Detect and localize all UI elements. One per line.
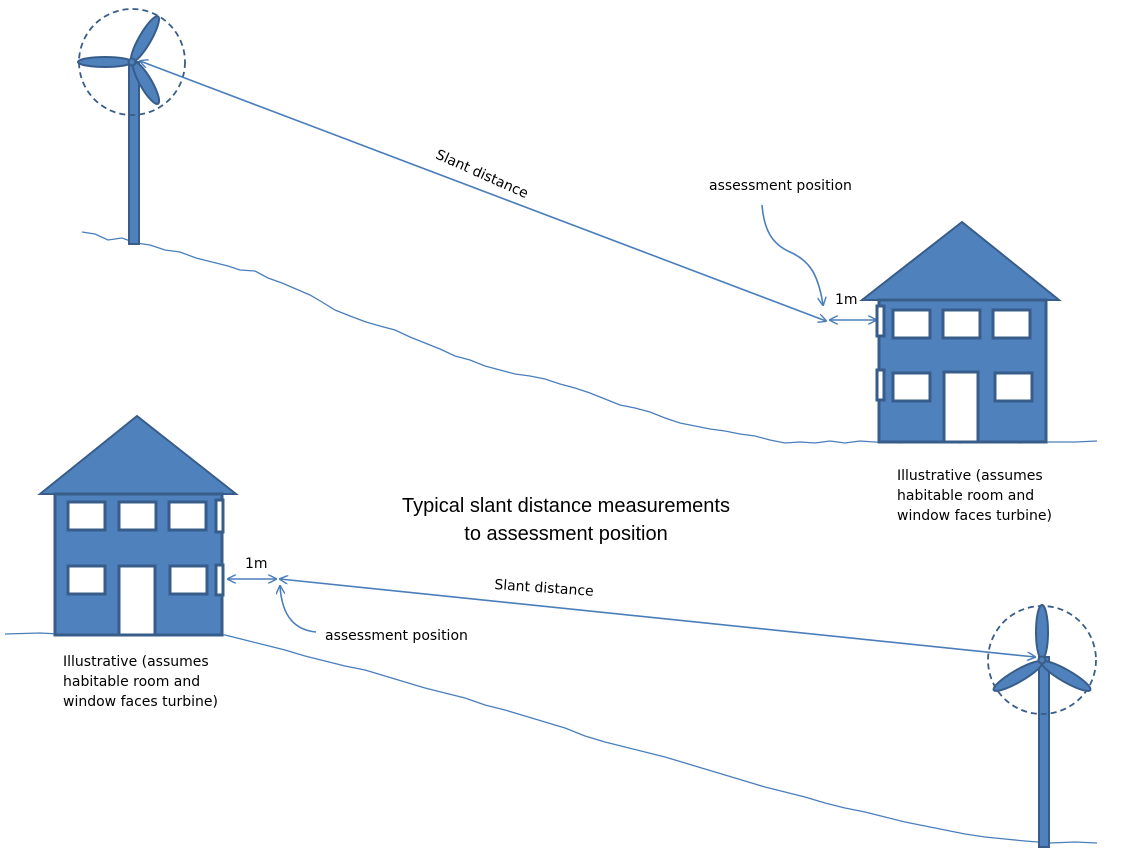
top-house bbox=[859, 220, 1062, 444]
bottom-window bbox=[167, 500, 208, 532]
top-caption-line: Illustrative (assumes bbox=[897, 468, 1043, 484]
top-side-window-upper bbox=[875, 304, 886, 338]
bottom-caption-line: habitable room and bbox=[63, 674, 201, 690]
bottom-ground-line bbox=[4, 632, 1098, 844]
diagram-title: Typical slant distance measurements to a… bbox=[356, 492, 776, 548]
top-turbine-tower bbox=[128, 61, 140, 245]
top-house-caption: Illustrative (assumes habitable room and… bbox=[897, 466, 1052, 526]
top-assessment-position-label: assessment position bbox=[709, 178, 852, 194]
bottom-slant-distance-arrow bbox=[280, 579, 1035, 657]
bottom-caption-line: window faces turbine) bbox=[63, 694, 218, 710]
bottom-side-window-lower bbox=[214, 563, 225, 597]
title-line-2: to assessment position bbox=[464, 523, 668, 545]
top-house-roof bbox=[859, 220, 1062, 301]
top-window bbox=[891, 308, 932, 340]
top-window bbox=[941, 308, 982, 340]
bottom-turbine-blade-top bbox=[1035, 604, 1049, 660]
top-1m-label: 1m bbox=[835, 292, 858, 308]
bottom-window bbox=[117, 500, 158, 532]
top-caption-line: habitable room and bbox=[897, 488, 1035, 504]
bottom-house-roof bbox=[37, 414, 239, 495]
bottom-turbine-blade-left bbox=[992, 660, 1044, 692]
bottom-side-window-upper bbox=[214, 498, 225, 534]
top-turbine-blade-left bbox=[77, 56, 133, 68]
bottom-scene bbox=[4, 414, 1098, 848]
top-house-door bbox=[942, 370, 980, 444]
top-turbine-hub bbox=[127, 57, 137, 67]
bottom-house bbox=[37, 414, 239, 637]
bottom-house-caption: Illustrative (assumes habitable room and… bbox=[63, 652, 218, 712]
top-turbine-blade-upper bbox=[130, 15, 160, 63]
top-side-window-lower bbox=[875, 368, 886, 402]
bottom-turbine-hub bbox=[1037, 655, 1047, 665]
top-slant-distance-arrow bbox=[140, 61, 826, 321]
top-assessment-pointer bbox=[761, 204, 823, 305]
top-caption-line: window faces turbine) bbox=[897, 508, 1052, 524]
bottom-caption-line: Illustrative (assumes bbox=[63, 654, 209, 670]
bottom-house-door bbox=[117, 564, 157, 637]
bottom-window bbox=[66, 500, 107, 532]
top-window bbox=[991, 308, 1032, 340]
bottom-window bbox=[66, 564, 107, 596]
top-window bbox=[993, 371, 1034, 403]
bottom-1m-label: 1m bbox=[245, 556, 268, 572]
top-scene bbox=[77, 8, 1098, 444]
top-window bbox=[891, 371, 932, 403]
bottom-assessment-position-label: assessment position bbox=[325, 628, 468, 644]
bottom-window bbox=[168, 564, 209, 596]
bottom-turbine-blades bbox=[992, 604, 1092, 692]
bottom-assessment-pointer bbox=[280, 586, 317, 633]
bottom-house-windows bbox=[66, 498, 225, 597]
top-house-windows bbox=[875, 304, 1034, 403]
title-line-1: Typical slant distance measurements bbox=[402, 495, 730, 517]
bottom-turbine-tower bbox=[1038, 656, 1050, 848]
